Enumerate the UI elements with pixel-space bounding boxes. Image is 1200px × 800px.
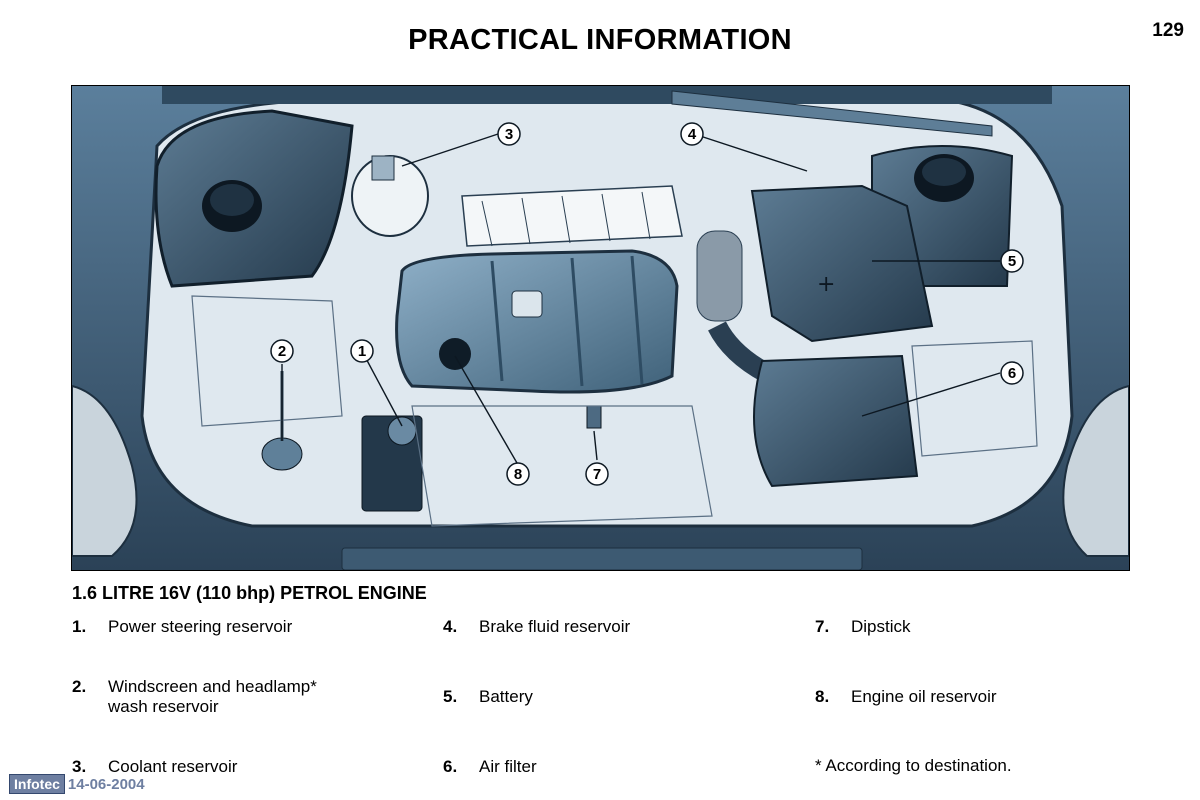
- engine-bay-illustration: + 1 2: [71, 85, 1130, 571]
- legend-number: 4.: [443, 617, 458, 636]
- air-filter: [753, 354, 919, 488]
- footer-date: 14-06-2004: [67, 775, 145, 793]
- legend-label: Engine oil reservoir: [851, 687, 997, 706]
- legend-number: 7.: [815, 617, 830, 636]
- footer: Infotec 14-06-2004: [9, 774, 145, 794]
- callout-6: 6: [1000, 361, 1024, 385]
- legend-number: 2.: [72, 677, 87, 696]
- left-headlamp: [72, 384, 138, 557]
- infotec-logo: Infotec: [9, 774, 65, 794]
- right-headlamp: [1062, 384, 1129, 557]
- svg-text:1: 1: [358, 343, 366, 360]
- svg-text:5: 5: [1008, 253, 1016, 270]
- svg-text:6: 6: [1008, 365, 1016, 382]
- callout-5: 5: [1000, 249, 1024, 273]
- washer-reservoir-cap: [261, 437, 303, 471]
- legend-label: Brake fluid reservoir: [479, 617, 631, 636]
- legend-number: 5.: [443, 687, 458, 706]
- legend-label: Coolant reservoir: [108, 757, 238, 776]
- callout-2: 2: [270, 339, 294, 363]
- footnote: * According to destination.: [815, 756, 1012, 775]
- svg-text:+: +: [817, 272, 835, 297]
- page-title: PRACTICAL INFORMATION: [408, 24, 792, 56]
- page-number: 129: [1152, 20, 1184, 41]
- section-heading: 1.6 LITRE 16V (110 bhp) PETROL ENGINE: [72, 583, 427, 603]
- dipstick-handle: [586, 405, 602, 429]
- legend-number: 1.: [72, 617, 87, 636]
- legend-label: Dipstick: [851, 617, 911, 636]
- callout-4: 4: [680, 122, 704, 146]
- svg-text:8: 8: [514, 466, 522, 483]
- battery: [750, 184, 934, 343]
- svg-text:3: 3: [505, 126, 513, 143]
- legend-number: 8.: [815, 687, 830, 706]
- callout-3: 3: [497, 122, 521, 146]
- legend-label: Air filter: [479, 757, 537, 776]
- svg-text:7: 7: [593, 466, 601, 483]
- legend-number: 3.: [72, 757, 87, 776]
- legend-label: Windscreen and headlamp* wash reservoir: [108, 677, 317, 716]
- callout-1: 1: [350, 339, 374, 363]
- callout-7: 7: [585, 462, 609, 486]
- legend-label: Battery: [479, 687, 533, 706]
- legend-number: 6.: [443, 757, 458, 776]
- legend-label: Power steering reservoir: [108, 617, 293, 636]
- callout-8: 8: [506, 462, 530, 486]
- callout-leaders: [281, 133, 1001, 464]
- engine-cover: [395, 249, 679, 394]
- svg-text:4: 4: [688, 126, 697, 143]
- svg-text:2: 2: [278, 343, 286, 360]
